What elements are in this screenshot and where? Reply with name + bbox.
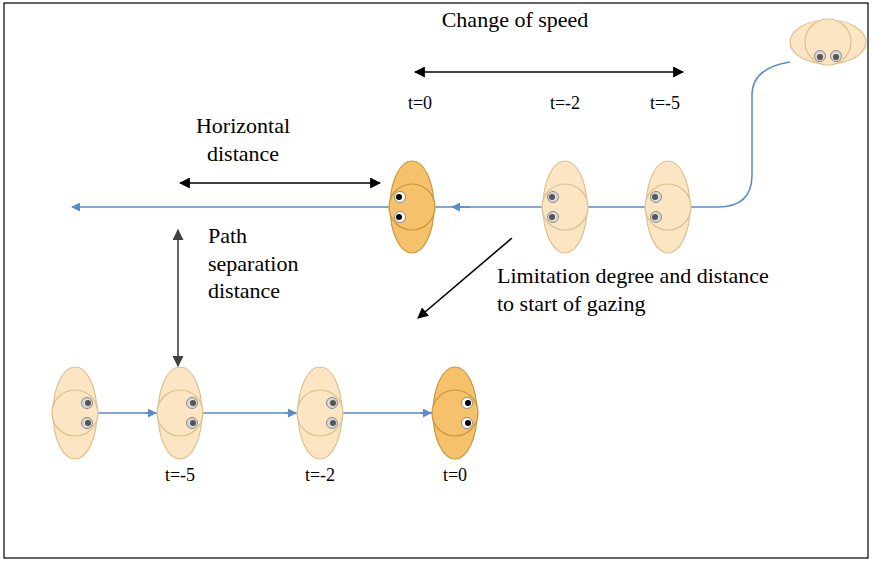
measure-label: Horizontal distance — [158, 112, 328, 167]
measure-arrow — [180, 182, 380, 184]
time-label: t=-2 — [285, 464, 355, 487]
path-line — [718, 62, 790, 207]
time-label: t=-5 — [145, 464, 215, 487]
time-label: t=-2 — [530, 92, 600, 115]
direction-arrow — [420, 412, 431, 414]
time-label: t=-5 — [630, 92, 700, 115]
time-label: t=0 — [390, 92, 450, 115]
pedestrian-figure — [389, 161, 435, 253]
direction-arrow — [285, 412, 296, 414]
time-label: t=0 — [420, 464, 490, 487]
path-line — [75, 412, 455, 414]
pedestrian-figure — [790, 19, 866, 65]
measure-label: Change of speed — [415, 6, 615, 34]
walking-paths — [72, 62, 790, 413]
pedestrian-figure — [52, 367, 98, 459]
direction-arrow — [145, 412, 156, 414]
pedestrian-figure — [297, 367, 343, 459]
measure-arrow — [415, 71, 683, 73]
pedestrian-figure — [157, 367, 203, 459]
measure-label: Limitation degree and distance to start … — [497, 262, 779, 317]
pedestrian-figure — [542, 161, 588, 253]
pedestrian-figure — [645, 161, 691, 253]
pedestrian-figure — [432, 367, 478, 459]
frame-border — [4, 3, 868, 558]
pedestrians — [52, 19, 866, 459]
measure-arrow — [177, 230, 179, 366]
direction-arrow — [452, 206, 470, 208]
measure-label: Path separation distance — [208, 222, 328, 305]
